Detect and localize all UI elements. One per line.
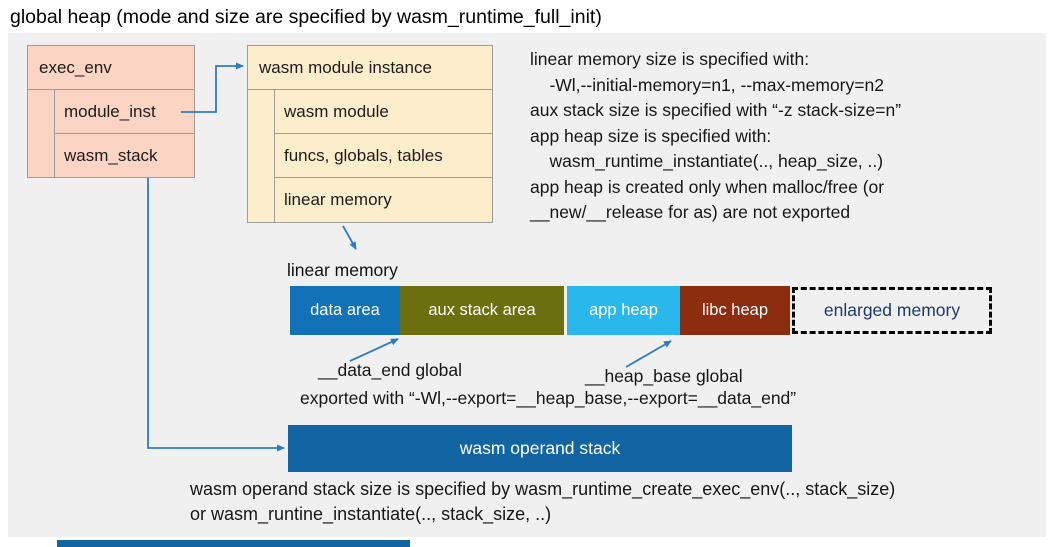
wasm-operand-stack-box: wasm operand stack [288,425,792,472]
bottom-blue-strip [57,540,410,547]
module-instance-box: wasm module instance wasm module funcs, … [247,45,493,223]
segment-data-area-label: data area [310,301,380,319]
heap-base-global-label: __heap_base global [585,366,743,386]
segment-libc-heap: libc heap [680,286,790,335]
data-end-global-label: __data_end global [318,360,463,380]
exec-env-box: exec_env module_inst wasm_stack [27,45,195,178]
segment-enlarged-memory: enlarged memory [792,287,992,334]
module-instance-row-wasm-module: wasm module [275,90,492,134]
exec-env-row-wasm-stack: wasm_stack [64,146,158,165]
module-instance-title: wasm module instance [248,46,492,90]
wasm-operand-stack-label: wasm operand stack [459,438,621,458]
segment-app-heap-label: app heap [589,301,658,319]
segment-data-area: data area [290,286,400,335]
segment-enlarged-memory-label: enlarged memory [823,300,961,320]
linear-memory-notes: linear memory size is specified with: -W… [530,49,902,222]
linear-memory-label: linear memory [287,260,398,280]
exec-env-title: exec_env [28,46,194,90]
segment-libc-heap-label: libc heap [701,301,769,319]
diagram-title: global heap (mode and size are specified… [10,6,602,28]
segment-app-heap: app heap [567,286,680,335]
exported-with-label: exported with “-Wl,--export=__heap_base,… [300,388,797,408]
segment-aux-stack-area-label: aux stack area [428,301,536,319]
module-instance-row-funcs-globals-tables: funcs, globals, tables [275,134,492,178]
operand-stack-note: wasm operand stack size is specified by … [190,479,896,524]
exec-env-row-module-inst: module_inst [55,90,194,134]
segment-aux-stack-area: aux stack area [400,286,564,335]
module-instance-row-linear-memory: linear memory [284,190,392,209]
